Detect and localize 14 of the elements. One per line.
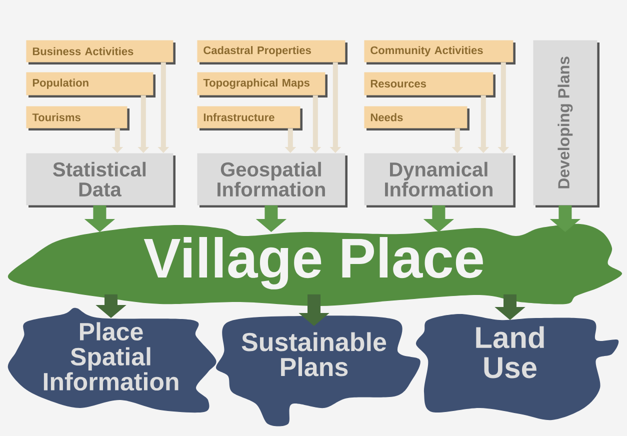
- category-box: Developing Plans: [533, 40, 600, 208]
- label-box: Infrastructure: [197, 106, 302, 130]
- label-box: Topographical Maps: [197, 72, 328, 98]
- label-box: Tourisms: [26, 106, 130, 130]
- category-box: Dynamical Information: [364, 153, 516, 208]
- category-box: Statistical Data: [26, 153, 176, 208]
- category-box: Geospatial Information: [197, 153, 348, 208]
- label-box: Business Activities: [26, 40, 176, 64]
- label-box: Resources: [364, 72, 496, 98]
- label-box: Needs: [364, 106, 470, 130]
- blob-banner: Village Place: [8, 224, 622, 306]
- label-box: Community Activities: [364, 40, 516, 64]
- label-box: Population: [26, 72, 156, 98]
- label-box: Cadastral Properties: [197, 40, 348, 64]
